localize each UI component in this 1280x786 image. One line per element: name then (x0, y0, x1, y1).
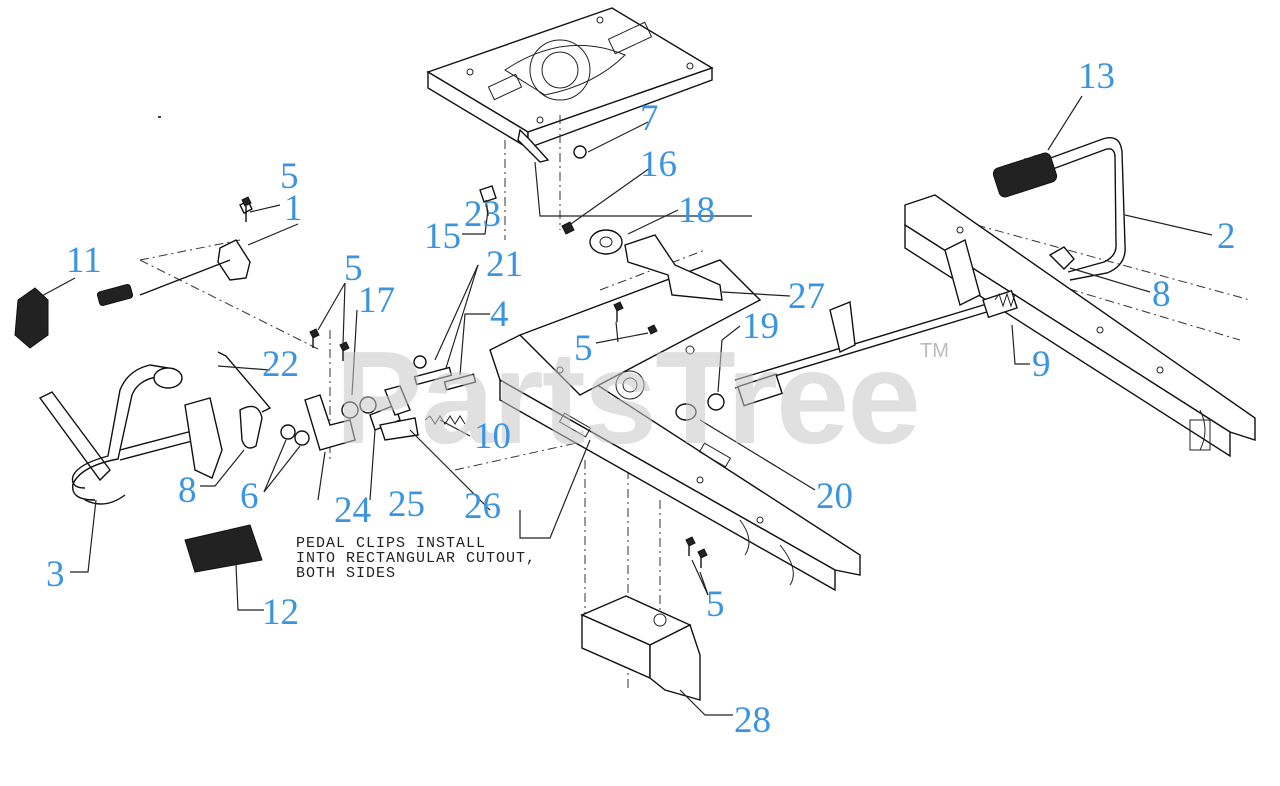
callout-12: 12 (262, 592, 299, 633)
callout-4: 4 (490, 294, 509, 335)
callout-5-bottom: 5 (706, 584, 725, 625)
callout-11: 11 (66, 240, 102, 281)
callout-20: 20 (816, 476, 853, 517)
callout-23: 23 (464, 194, 501, 235)
callout-21: 21 (486, 244, 523, 285)
right-frame-rail (904, 194, 1256, 458)
washer-7 (573, 145, 587, 159)
callout-5-left: 5 (344, 248, 363, 289)
leader-lines (37, 95, 1213, 716)
pedal-rod (217, 351, 272, 413)
callout-28: 28 (734, 700, 771, 741)
bolt-16 (561, 221, 575, 235)
callout-10: 10 (474, 416, 511, 457)
clip-left (239, 405, 263, 449)
seat-switch-connector (14, 287, 49, 349)
pedal-clip-note: PEDAL CLIPS INSTALL INTO RECTANGULAR CUT… (296, 535, 537, 582)
stray-mark (158, 116, 161, 118)
bushing-20 (675, 403, 697, 421)
nut-a (280, 424, 296, 440)
callout-15: 15 (424, 216, 461, 257)
callout-8-left: 8 (178, 470, 197, 511)
pedal-bracket-assembly (304, 385, 466, 451)
bushing (589, 229, 623, 255)
watermark: PartsTree (335, 324, 921, 471)
callout-5-center: 5 (574, 328, 593, 369)
callout-8-right: 8 (1152, 274, 1171, 315)
callout-7: 7 (640, 98, 659, 139)
callout-24: 24 (334, 490, 371, 531)
callout-18: 18 (678, 190, 715, 231)
callout-6: 6 (240, 476, 259, 517)
callout-19: 19 (742, 306, 779, 347)
bracket-27 (624, 234, 723, 301)
trademark-symbol: TM (920, 340, 949, 362)
callout-5-top: 5 (280, 156, 299, 197)
bushing-19 (707, 393, 725, 411)
callout-3: 3 (46, 554, 65, 595)
handle-assembly (992, 137, 1126, 281)
cross-shaft (734, 238, 1018, 407)
callout-13: 13 (1078, 56, 1115, 97)
callout-9: 9 (1032, 344, 1051, 385)
seat-mounting-plate (426, 7, 714, 163)
pedal-pad (184, 524, 263, 573)
callout-25: 25 (388, 484, 425, 525)
callout-2: 2 (1217, 216, 1236, 257)
callout-22: 22 (262, 344, 299, 385)
pins (413, 355, 477, 391)
cover-28 (580, 595, 701, 701)
callout-1: 1 (284, 188, 303, 229)
seat-switch-bracket (96, 200, 253, 306)
callout-17: 17 (358, 280, 395, 321)
nut-b (294, 430, 310, 446)
bolts-5 (241, 196, 708, 568)
brake-pedal (38, 364, 223, 505)
callout-27: 27 (788, 276, 825, 317)
callout-26: 26 (464, 486, 501, 527)
callout-16: 16 (640, 144, 677, 185)
